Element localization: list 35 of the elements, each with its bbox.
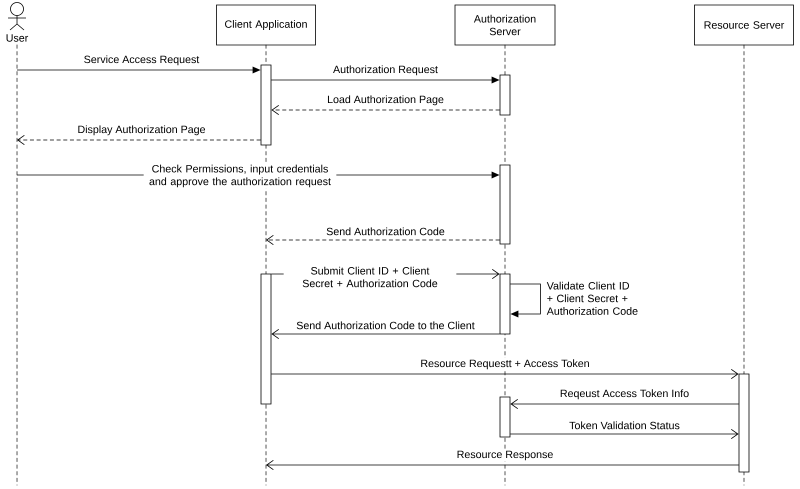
edge-label: Check Permissions, input credentials and approve the authorization request bbox=[144, 163, 336, 189]
message-arrow bbox=[266, 234, 500, 246]
message-arrow bbox=[271, 104, 500, 116]
activation-bar bbox=[500, 74, 510, 116]
edge-label: Reqeust Access Token Info bbox=[558, 388, 690, 401]
participant-box: Authorization Server bbox=[454, 4, 556, 46]
activation-bar bbox=[500, 164, 510, 244]
self-arrow bbox=[510, 284, 541, 318]
edge-label: Validate Client ID + Client Secret + Authorization Code bbox=[546, 282, 638, 315]
edge-label: Resource Requestt + Access Token bbox=[419, 358, 591, 371]
activation-bar bbox=[500, 396, 510, 438]
edge-label: Resource Response bbox=[455, 449, 555, 462]
message-arrow bbox=[17, 134, 261, 146]
message-arrow bbox=[510, 398, 739, 410]
message-arrow bbox=[271, 328, 500, 340]
participant-box: Client Application bbox=[216, 4, 316, 46]
actor: User bbox=[6, 2, 28, 42]
participant-box: Resource Server bbox=[694, 4, 794, 46]
node-label: User bbox=[6, 34, 28, 42]
edge-label: Send Authorization Code to the Client bbox=[294, 320, 476, 331]
activation-bar bbox=[260, 64, 272, 146]
edge-label: Service Access Request bbox=[82, 54, 201, 67]
activation-bar bbox=[500, 274, 510, 334]
edge-label: Submit Client ID + Client Secret + Authorization Code bbox=[284, 265, 456, 289]
edge-label: Authorization Request bbox=[332, 64, 440, 77]
activation-bar bbox=[260, 274, 272, 404]
activation-bar bbox=[738, 374, 750, 472]
lifeline bbox=[16, 44, 18, 486]
edge-label: Send Authorization Code bbox=[324, 226, 446, 237]
message-arrow bbox=[266, 460, 739, 470]
edge-label: Load Authorization Page bbox=[326, 94, 446, 107]
edge-label: Token Validation Status bbox=[568, 420, 682, 431]
message-arrow bbox=[510, 428, 739, 440]
message-arrow bbox=[271, 368, 739, 380]
edge-label: Display Authorization Page bbox=[76, 124, 207, 137]
